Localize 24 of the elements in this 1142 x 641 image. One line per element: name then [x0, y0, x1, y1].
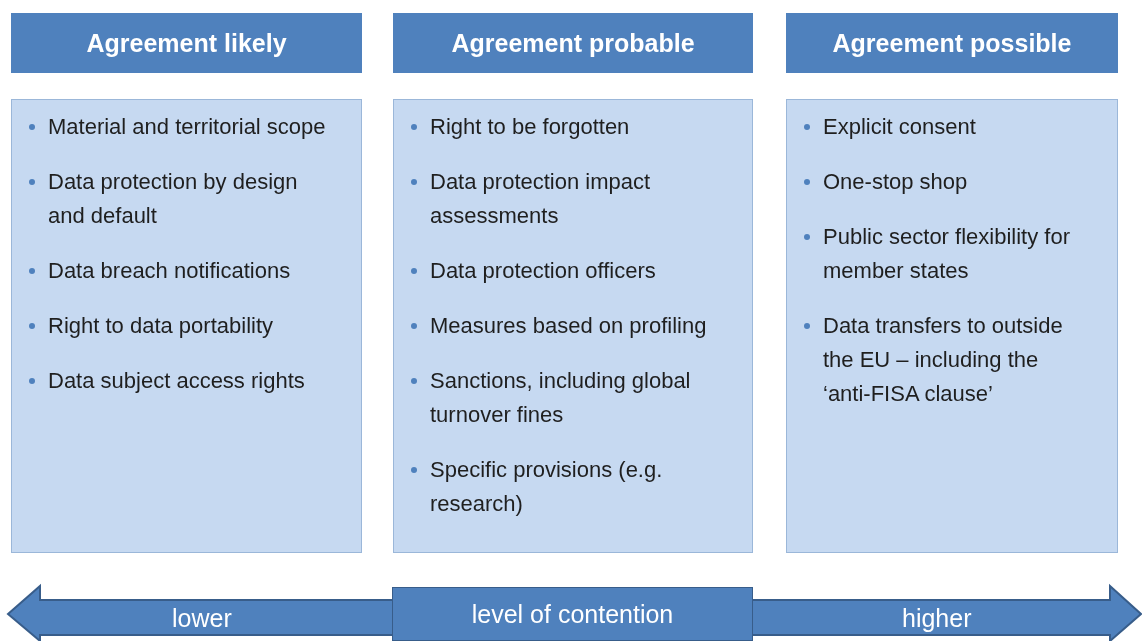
bullet-item: Data subject access rights [48, 368, 305, 393]
column-header: Agreement possible [786, 13, 1118, 73]
bullet-item: Data breach notifications [48, 258, 291, 283]
bullet-item: One-stop shop [823, 169, 968, 194]
scale-end-label: lower [172, 603, 232, 633]
bullet-item: Measures based on profiling [430, 313, 707, 338]
column-header: Agreement likely [11, 13, 362, 73]
bullet-item: Specific provisions (e.g. research) [430, 457, 663, 516]
bullet-item: Data protection impact assessments [430, 169, 651, 228]
bullet-item: Material and territorial scope [48, 114, 326, 139]
scale-end-label: higher [902, 603, 972, 633]
bullet-item: Data protection by design and default [48, 169, 298, 228]
bullet-item: Sanctions, including global turnover fines [430, 368, 691, 427]
content-panel [11, 99, 362, 553]
bullet-item: Right to data portability [48, 313, 274, 338]
bullet-item: Public sector flexibility for member states [823, 224, 1070, 283]
content-panel [786, 99, 1118, 553]
bullet-item: Right to be forgotten [430, 114, 630, 139]
bullet-item: Data transfers to outside the EU – including the ‘anti-FISA clause’ [823, 313, 1063, 406]
scale-label: level of contention [392, 587, 753, 641]
content-panel [393, 99, 753, 553]
column-header: Agreement probable [393, 13, 753, 73]
bullet-item: Explicit consent [823, 114, 976, 139]
bullet-item: Data protection officers [430, 258, 656, 283]
